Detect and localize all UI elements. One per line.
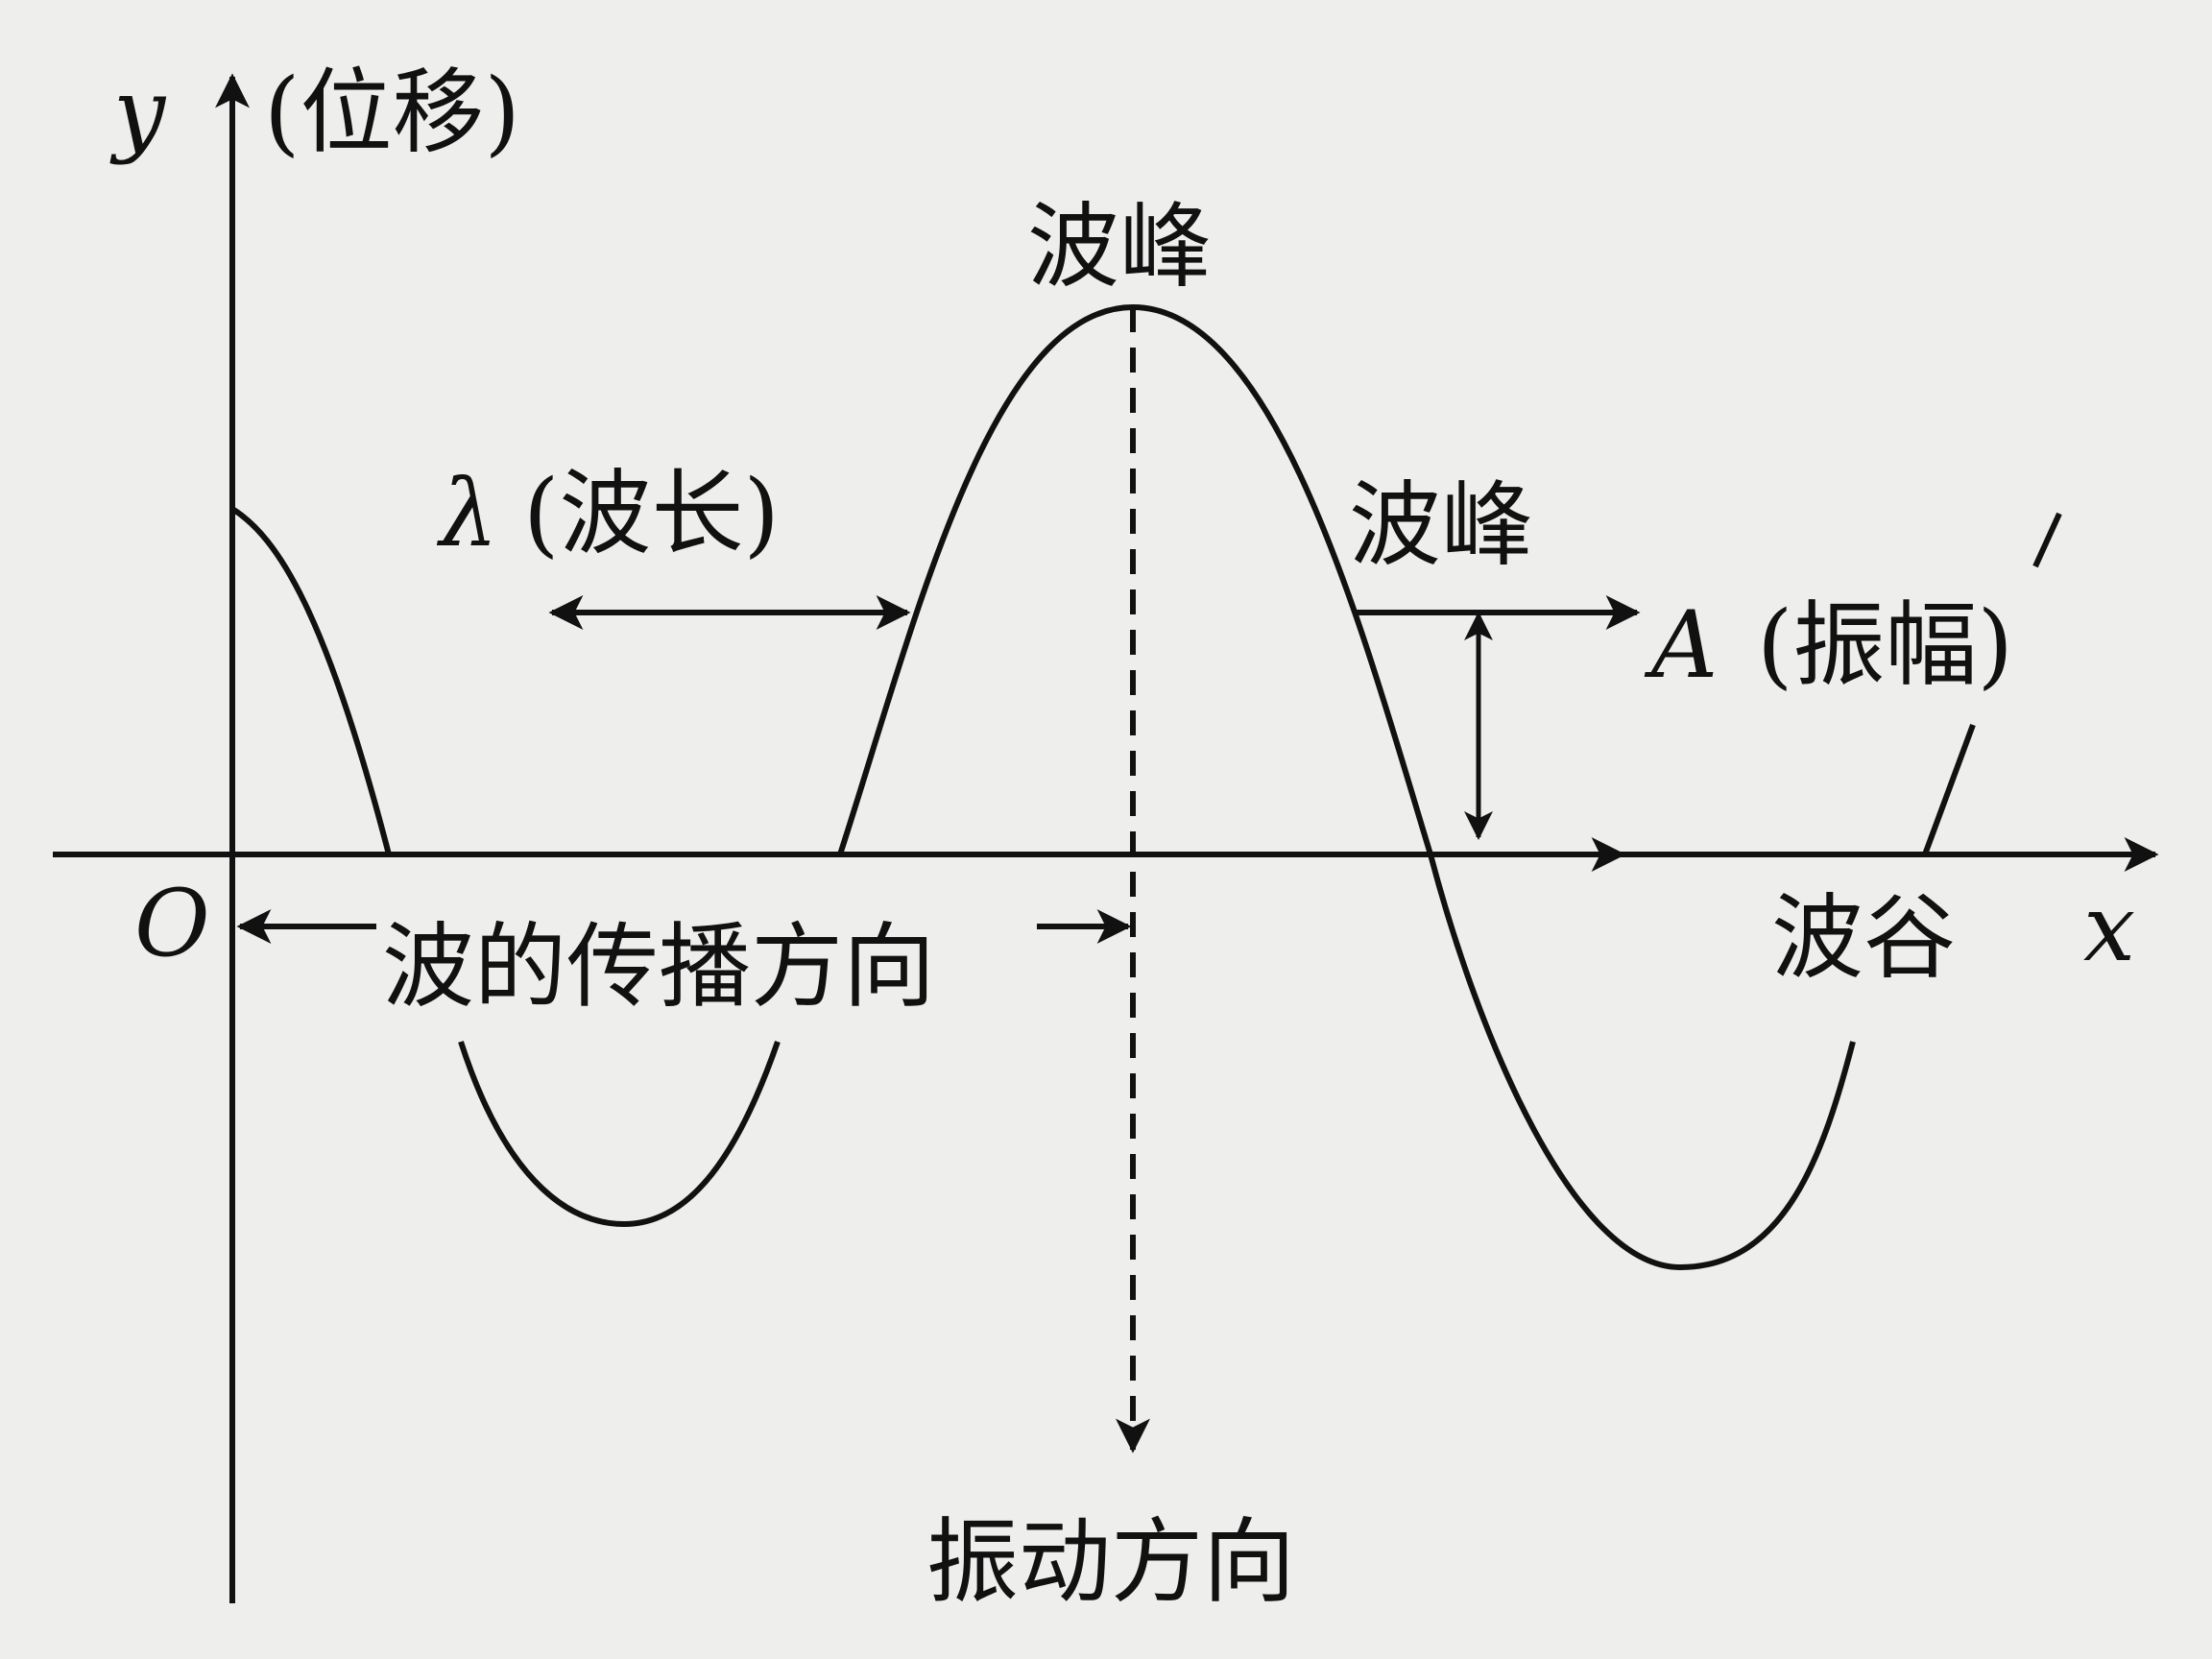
wave-trough-left bbox=[458, 1041, 781, 1228]
wavelength-note: (波长) bbox=[523, 460, 780, 567]
vibration-label: 振动方向 bbox=[926, 1508, 1295, 1616]
amplitude-note: (振幅) bbox=[1757, 591, 2013, 699]
wave-curve-end bbox=[1922, 723, 1976, 856]
crest-top-label: 波峰 bbox=[1027, 193, 1212, 301]
trough-label: 波谷 bbox=[1771, 884, 1956, 992]
crest-side-label: 波峰 bbox=[1349, 471, 1533, 579]
origin-label: O bbox=[134, 870, 210, 977]
wave-curve-end-tick bbox=[2032, 512, 2062, 568]
amplitude-symbol: A bbox=[1644, 591, 1718, 699]
propagation-label: 波的传播方向 bbox=[382, 913, 935, 1021]
y-axis-note: (位移) bbox=[264, 59, 520, 166]
x-axis-label: x bbox=[2083, 875, 2135, 982]
wavelength-symbol: λ bbox=[436, 460, 498, 567]
wave-crest bbox=[837, 303, 1856, 1271]
y-axis-label: y bbox=[109, 59, 167, 166]
wave-curve-start bbox=[230, 506, 392, 855]
